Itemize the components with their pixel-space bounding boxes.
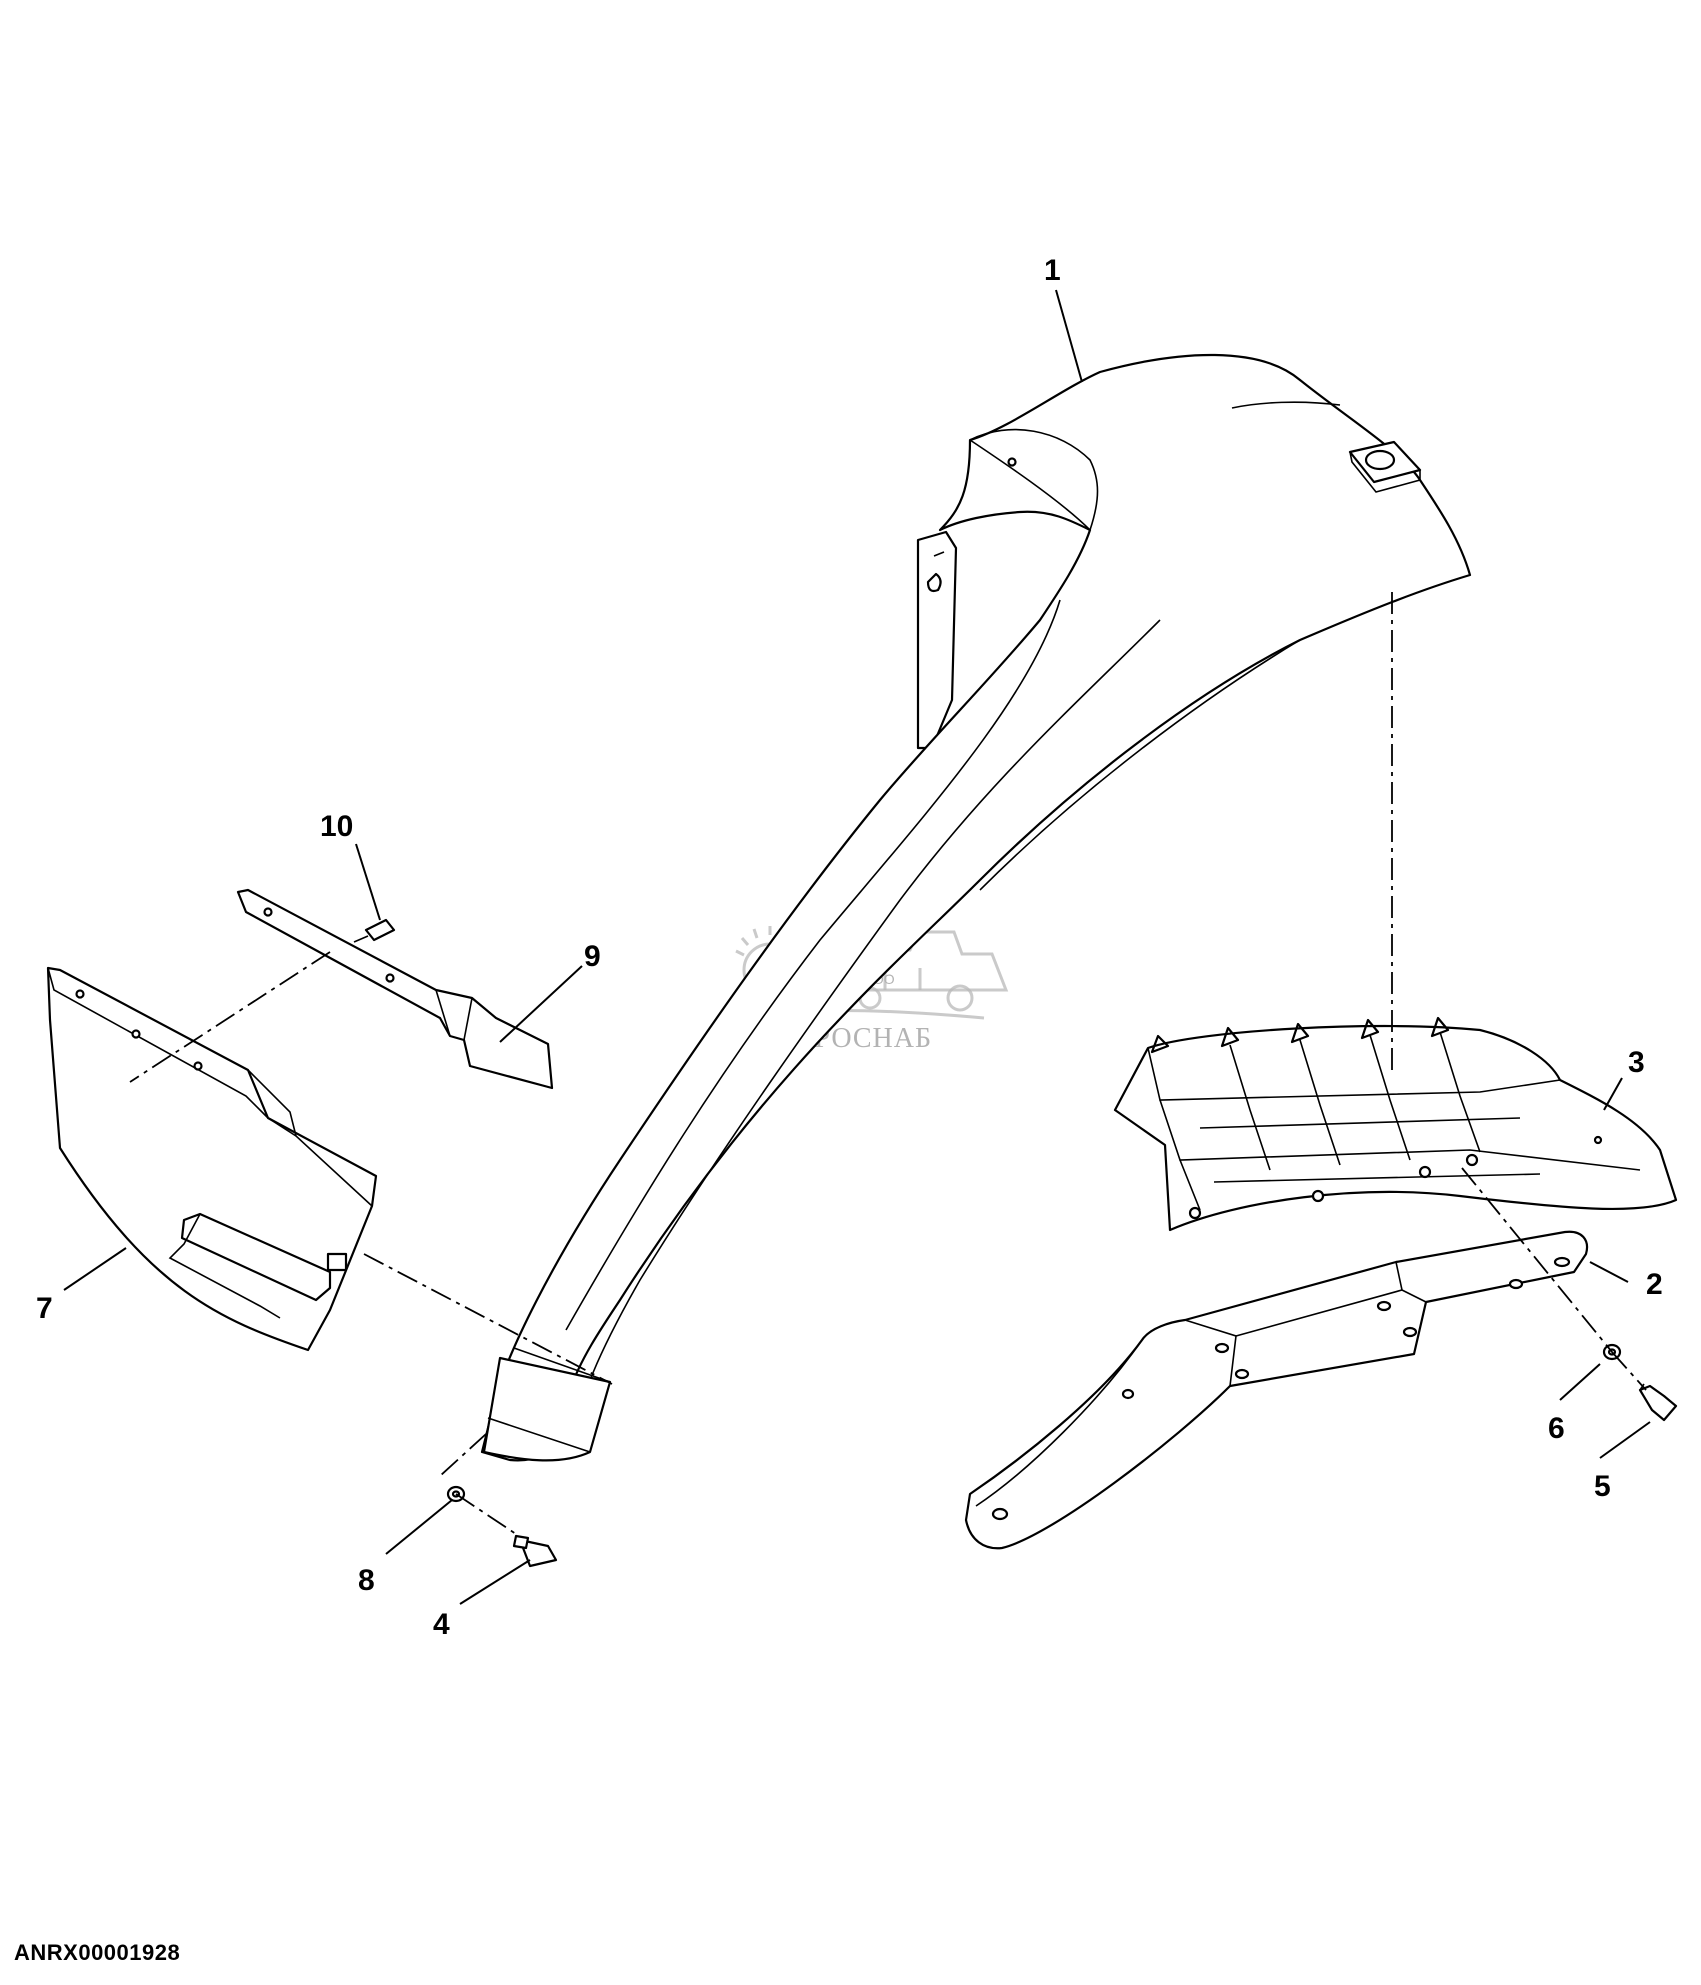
callout-3: 3 <box>1628 1046 1645 1079</box>
callout-1: 1 <box>1044 254 1061 287</box>
leader-lines <box>63 289 1651 1605</box>
callout-6: 6 <box>1548 1412 1565 1445</box>
step-grille-part <box>1113 1016 1678 1232</box>
callout-9: 9 <box>584 940 601 973</box>
fastener-10-bolt <box>353 918 396 943</box>
fastener-5-bolt <box>1638 1383 1678 1422</box>
assembly-lines <box>129 592 1647 1535</box>
callout-5: 5 <box>1594 1470 1611 1503</box>
bracket-part <box>964 1230 1589 1550</box>
callout-2: 2 <box>1646 1268 1663 1301</box>
small-bracket-part <box>236 888 554 1090</box>
fastener-4-bolt <box>512 1534 558 1568</box>
callout-8: 8 <box>358 1564 375 1597</box>
mud-flap-part <box>46 966 378 1352</box>
callout-7: 7 <box>36 1292 53 1325</box>
callout-10: 10 <box>320 810 353 843</box>
callout-4: 4 <box>433 1608 450 1641</box>
fender-part <box>480 353 1472 1462</box>
figure-id: ANRX00001928 <box>14 1940 181 1965</box>
callouts: 1 2 3 4 5 6 7 8 9 10 <box>36 254 1663 1641</box>
